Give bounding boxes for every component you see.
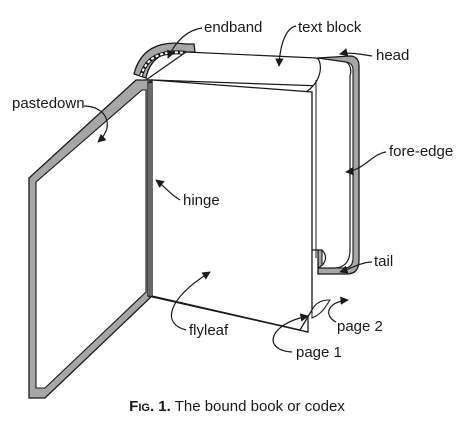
label-fore-edge: fore-edge: [389, 143, 454, 160]
label-head: head: [376, 47, 410, 64]
figure-number: Fig. 1.: [129, 398, 171, 415]
label-flyleaf: flyleaf: [189, 322, 229, 339]
page-2-curl: [311, 299, 331, 319]
front-cover-board: [28, 79, 153, 399]
tail-arrow: [339, 261, 373, 274]
page-1-arrow: [272, 313, 309, 353]
page-1: [151, 79, 313, 331]
pastedown-arrow: [83, 105, 108, 143]
fore-edge-arrow: [345, 151, 387, 176]
figure-caption-text: The bound book or codex: [174, 398, 345, 415]
leader-arrows: [83, 25, 387, 353]
label-pastedown: pastedown: [12, 95, 85, 112]
page-2-arrow: [328, 296, 349, 323]
endband-arrow: [167, 27, 203, 59]
hinge-arrow: [155, 179, 181, 201]
label-page-2: page 2: [337, 318, 383, 335]
head-arrow: [339, 48, 373, 57]
endband: [139, 50, 187, 77]
text-block-arrow: [275, 25, 297, 67]
label-hinge: hinge: [183, 192, 220, 209]
label-tail: tail: [374, 253, 394, 270]
label-endband: endband: [204, 19, 263, 36]
spine: [133, 42, 196, 79]
label-text-block: text block: [298, 19, 362, 36]
label-page-1: page 1: [296, 344, 342, 361]
figure-caption: Fig. 1. The bound book or codex: [0, 398, 474, 416]
flyleaf-arrow: [170, 271, 211, 331]
